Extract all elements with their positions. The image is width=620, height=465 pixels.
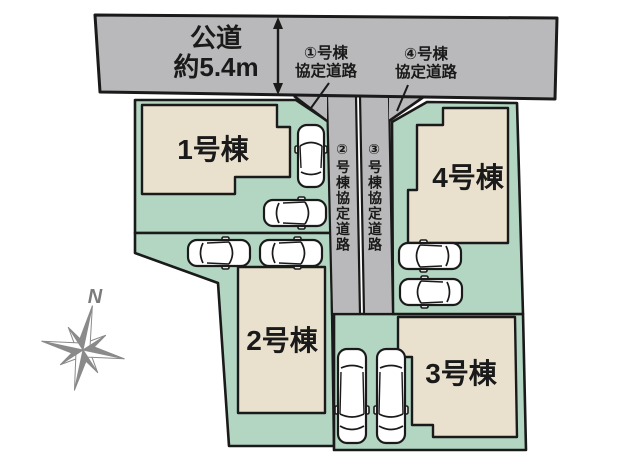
leader-line-road1 (310, 82, 330, 109)
car-icon (398, 274, 464, 310)
building-3-label: 3号棟 (425, 358, 497, 389)
compass-rose-icon (41, 305, 125, 391)
car-icon (397, 238, 463, 274)
agreement-road-1-label: ①号棟 協定道路 (294, 45, 357, 80)
road-width-arrow (273, 17, 283, 95)
agreement-road-3-label: ③号棟協定道路 (367, 142, 383, 253)
compass-north-label: N (87, 286, 103, 308)
car-icon (186, 235, 252, 271)
car-icon (262, 195, 328, 231)
building-1 (140, 103, 292, 196)
agreement-road-2-label: ②号棟協定道路 (335, 142, 351, 253)
agreement-road-4-label: ④号棟 協定道路 (394, 46, 457, 81)
building-4-label: 4号棟 (432, 162, 504, 193)
building-2-label: 2号棟 (246, 325, 318, 356)
car-icon (293, 123, 329, 189)
public-road-name: 公道 (189, 23, 242, 53)
public-road-label: 公道 約5.4m (141, 24, 291, 82)
agreement-road (293, 94, 426, 316)
car-icon (333, 347, 371, 445)
building-4 (406, 106, 510, 245)
public-road-width: 約5.4m (173, 52, 259, 82)
car-icon (258, 235, 324, 271)
public-road (93, 13, 559, 101)
building-1-label: 1号棟 (177, 134, 249, 165)
leader-line-road4 (396, 84, 409, 112)
